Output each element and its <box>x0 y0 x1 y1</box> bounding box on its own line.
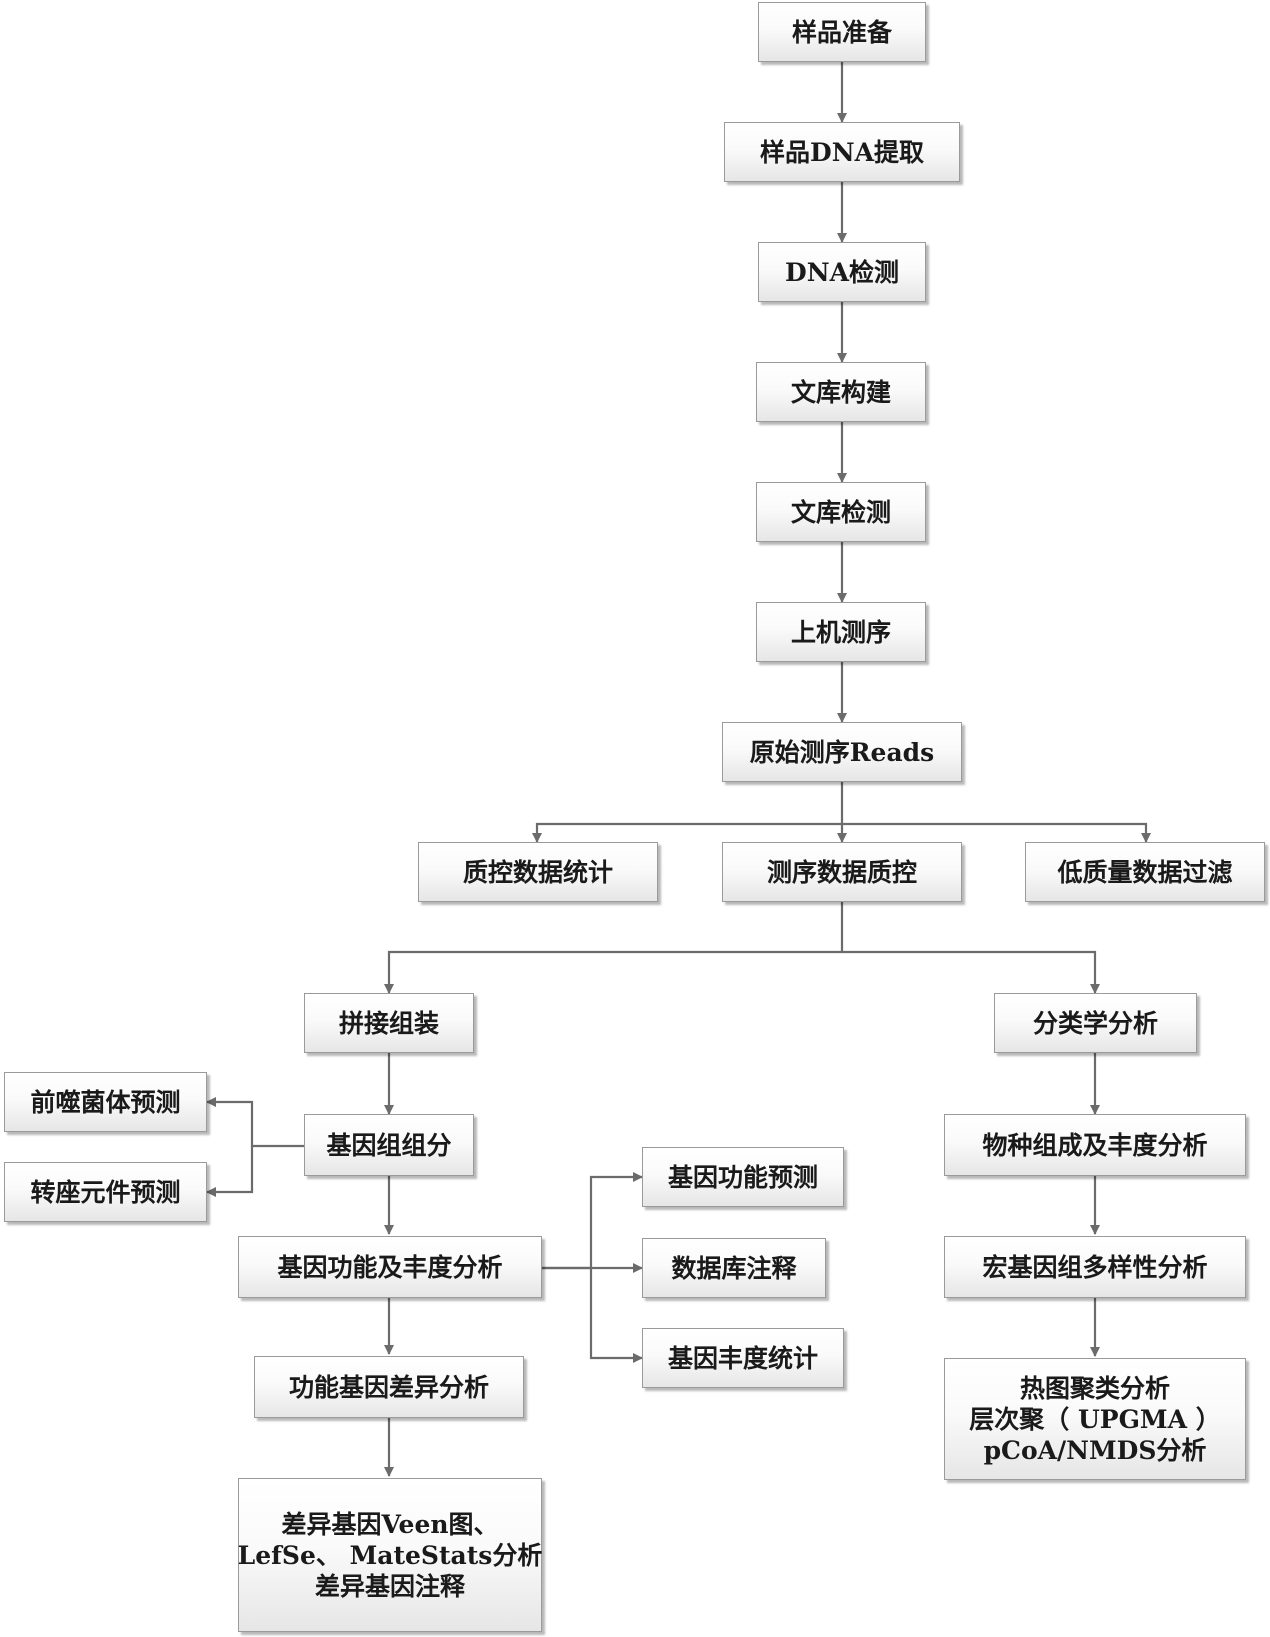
node-dna-detect: DNA检测 <box>758 242 926 302</box>
node-cluster-output-line-2: 层次聚（ UPGMA ） <box>969 1404 1221 1434</box>
node-dna-extract-label: 样品DNA提取 <box>760 137 924 167</box>
node-func-gene-diff: 功能基因差异分析 <box>254 1356 524 1418</box>
node-seq-qc-label: 测序数据质控 <box>766 857 917 887</box>
node-sample-prep: 样品准备 <box>758 2 926 62</box>
node-assembly: 拼接组装 <box>304 993 474 1053</box>
node-low-quality-filter: 低质量数据过滤 <box>1025 842 1265 902</box>
node-phage-label: 前噬菌体预测 <box>30 1087 181 1117</box>
node-metagenome-diversity: 宏基因组多样性分析 <box>944 1236 1246 1298</box>
node-lib-build: 文库构建 <box>756 362 926 422</box>
node-gene-function-predict: 基因功能预测 <box>642 1147 844 1207</box>
node-raw-reads: 原始测序Reads <box>722 722 962 782</box>
node-dna-detect-label: DNA检测 <box>785 257 899 287</box>
node-db-annotation-label: 数据库注释 <box>671 1253 797 1283</box>
arrow-genome-to-phage <box>206 1097 304 1148</box>
arrow-funcabund-to-stats <box>589 1268 643 1363</box>
node-func-gene-diff-label: 功能基因差异分析 <box>288 1372 489 1402</box>
node-diff-gene-output: 差异基因Veen图、 LefSe、 MateStats分析 差异基因注释 <box>238 1478 542 1632</box>
node-dna-extract: 样品DNA提取 <box>724 122 960 182</box>
node-lib-build-label: 文库构建 <box>790 377 891 407</box>
node-cluster-output-line-1: 热图聚类分析 <box>1019 1373 1170 1403</box>
node-sequencing-label: 上机测序 <box>790 617 891 647</box>
arrow-funcabund-to-predict <box>542 1172 643 1270</box>
node-genome-component: 基因组组分 <box>304 1114 474 1176</box>
node-species-abundance: 物种组成及丰度分析 <box>944 1114 1246 1176</box>
arrow-genome-to-transposon <box>206 1146 254 1197</box>
node-diff-gene-output-line-1: 差异基因Veen图、 <box>281 1509 499 1539</box>
node-transposon-label: 转座元件预测 <box>30 1177 181 1207</box>
node-genome-component-label: 基因组组分 <box>326 1130 452 1160</box>
node-gene-function-predict-label: 基因功能预测 <box>667 1162 818 1192</box>
node-qc-stats-label: 质控数据统计 <box>462 857 613 887</box>
node-sample-prep-label: 样品准备 <box>791 17 892 47</box>
node-diff-gene-output-line-3: 差异基因注释 <box>314 1571 465 1601</box>
node-raw-reads-label: 原始测序Reads <box>749 737 935 767</box>
node-lib-detect: 文库检测 <box>756 482 926 542</box>
arrow-reads-to-filter <box>842 822 1151 843</box>
node-diff-gene-output-line-2: LefSe、 MateStats分析 <box>237 1540 543 1570</box>
node-seq-qc: 测序数据质控 <box>722 842 962 902</box>
arrow-reads-to-qcstats <box>532 822 842 843</box>
node-low-quality-filter-label: 低质量数据过滤 <box>1057 857 1233 887</box>
node-assembly-label: 拼接组装 <box>338 1008 439 1038</box>
node-gene-func-abundance: 基因功能及丰度分析 <box>238 1236 542 1298</box>
node-sequencing: 上机测序 <box>756 602 926 662</box>
node-metagenome-diversity-label: 宏基因组多样性分析 <box>982 1252 1208 1282</box>
node-taxonomy-label: 分类学分析 <box>1032 1008 1158 1038</box>
node-gene-func-abundance-label: 基因功能及丰度分析 <box>277 1252 503 1282</box>
node-lib-detect-label: 文库检测 <box>790 497 891 527</box>
node-db-annotation: 数据库注释 <box>642 1238 826 1298</box>
node-gene-abundance-stats: 基因丰度统计 <box>642 1328 844 1388</box>
node-taxonomy: 分类学分析 <box>994 993 1197 1053</box>
node-transposon: 转座元件预测 <box>4 1162 207 1222</box>
node-species-abundance-label: 物种组成及丰度分析 <box>982 1130 1208 1160</box>
arrow-qc-to-assembly <box>384 902 844 994</box>
node-cluster-output: 热图聚类分析 层次聚（ UPGMA ） pCoA/NMDS分析 <box>944 1358 1246 1480</box>
node-cluster-output-line-3: pCoA/NMDS分析 <box>983 1435 1207 1465</box>
node-gene-abundance-stats-label: 基因丰度统计 <box>667 1343 818 1373</box>
arrow-qc-to-taxonomy <box>842 950 1100 994</box>
node-phage: 前噬菌体预测 <box>4 1072 207 1132</box>
node-qc-stats: 质控数据统计 <box>418 842 658 902</box>
